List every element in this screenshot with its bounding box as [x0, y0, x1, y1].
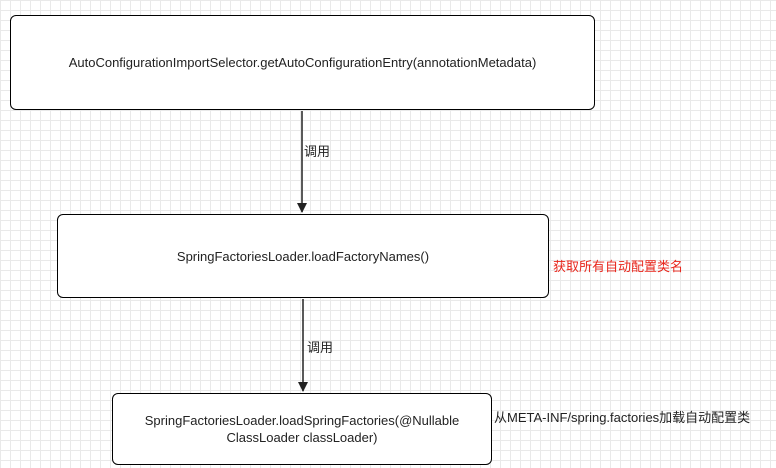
annotation-load-from-meta: 从META-INF/spring.factories加载自动配置类 — [494, 410, 751, 425]
node-load-factory-names-label: SpringFactoriesLoader.loadFactoryNames() — [176, 248, 430, 264]
node-load-spring-factories: SpringFactoriesLoader.loadSpringFactorie… — [112, 393, 492, 465]
node-auto-configuration-entry-label: AutoConfigurationImportSelector.getAutoC… — [68, 55, 537, 70]
node-auto-configuration-entry: AutoConfigurationImportSelector.getAutoC… — [10, 15, 595, 110]
edge-label-call-2: 调用 — [307, 340, 334, 355]
node-load-factory-names: SpringFactoriesLoader.loadFactoryNames() — [57, 214, 549, 298]
node-load-spring-factories-label: SpringFactoriesLoader.loadSpringFactorie… — [144, 413, 460, 445]
annotation-get-all-names: 获取所有自动配置类名 — [553, 259, 684, 274]
edge-label-call-1: 调用 — [304, 144, 331, 159]
